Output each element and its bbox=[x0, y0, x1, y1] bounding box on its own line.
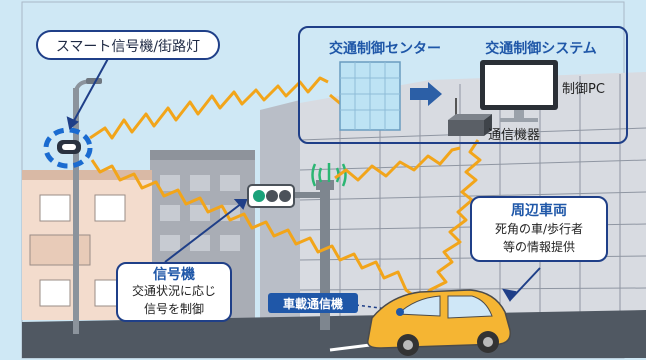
system-title: 交通制御システム bbox=[485, 41, 597, 57]
center-building-icon bbox=[339, 61, 401, 131]
smart-sensor-icon bbox=[43, 127, 93, 169]
smart-light-title: スマート信号機/街路灯 bbox=[55, 39, 201, 55]
pc-icon bbox=[480, 60, 558, 122]
center-title: 交通制御センター bbox=[329, 41, 441, 57]
arrow-right-icon bbox=[410, 82, 442, 106]
communication-waves bbox=[89, 76, 482, 298]
vehicle-title: 周辺車両 bbox=[511, 203, 567, 219]
signal-title: 信号機 bbox=[153, 267, 195, 283]
vehicle-line2: 等の情報提供 bbox=[502, 240, 575, 254]
vehicle-line1: 死角の車/歩行者 bbox=[494, 222, 584, 236]
street-light-pole bbox=[73, 78, 102, 334]
car bbox=[367, 289, 512, 356]
pc-label: 制御PC bbox=[562, 82, 605, 97]
comm-device-icon bbox=[448, 98, 492, 136]
callout-control-center bbox=[298, 26, 628, 144]
callout-vehicle bbox=[470, 196, 608, 262]
callout-smart-light bbox=[36, 30, 220, 60]
onboard-comm-label: 車載通信機 bbox=[282, 297, 343, 311]
traffic-signal bbox=[247, 180, 334, 330]
signal-line2: 信号を制御 bbox=[143, 302, 204, 316]
comm-device-label: 通信機器 bbox=[488, 128, 541, 143]
callout-signal bbox=[116, 262, 232, 322]
onboard-comm-badge bbox=[268, 293, 358, 313]
signal-line1: 交通状況に応じ bbox=[131, 284, 216, 298]
